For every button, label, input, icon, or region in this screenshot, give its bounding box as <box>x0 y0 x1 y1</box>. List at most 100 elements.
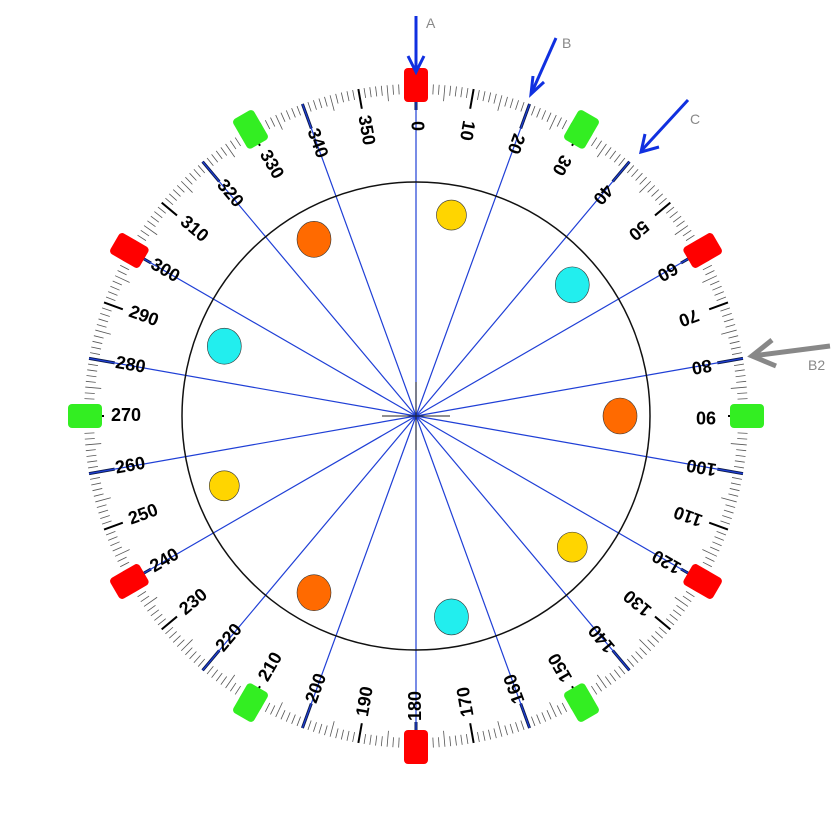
tick-mark <box>670 212 678 218</box>
tick-mark <box>673 216 681 222</box>
tick-mark <box>100 313 110 316</box>
tick-mark <box>738 399 748 400</box>
tick-mark <box>498 721 502 736</box>
tick-mark <box>376 86 377 96</box>
tick-mark <box>393 85 394 95</box>
tick-mark <box>557 118 561 127</box>
degree-label: 80 <box>690 355 713 378</box>
tick-mark <box>308 102 311 111</box>
tick-mark <box>102 308 111 311</box>
tick-mark <box>735 461 745 462</box>
tick-mark <box>591 686 596 694</box>
tick-mark <box>726 505 736 508</box>
tick-mark <box>736 376 746 377</box>
tick-mark <box>370 735 371 745</box>
tick-mark <box>97 324 107 327</box>
arrow-c-label: C <box>690 111 700 127</box>
degree-label: 50 <box>625 216 653 244</box>
tick-mark <box>147 221 155 227</box>
tick-mark <box>619 666 625 674</box>
tick-mark <box>702 550 717 557</box>
tick-mark <box>115 550 130 557</box>
tick-mark <box>614 670 620 678</box>
tab-green <box>232 109 270 150</box>
tick-mark <box>736 455 746 456</box>
tick-mark <box>313 100 316 110</box>
inner-circle-orange <box>297 575 331 611</box>
tick-mark <box>147 605 155 611</box>
tick-mark <box>494 728 496 738</box>
tick-mark <box>86 450 96 451</box>
degree-label: 100 <box>685 455 718 480</box>
tick-mark <box>505 97 508 107</box>
tick-mark <box>151 610 159 616</box>
tick-mark <box>670 614 678 620</box>
tick-mark <box>550 115 557 130</box>
tick-mark <box>108 537 117 541</box>
arrow-b2: B2 <box>752 340 830 373</box>
tick-mark <box>84 433 94 434</box>
tick-mark <box>516 100 519 110</box>
tab-shape <box>404 730 428 764</box>
degree-label: 250 <box>126 499 161 528</box>
tick-mark <box>212 670 218 678</box>
tick-mark <box>118 557 127 561</box>
tick-mark <box>734 364 744 366</box>
tick-mark <box>488 730 490 740</box>
tick-mark <box>686 591 694 596</box>
degree-label: 280 <box>114 352 147 377</box>
tick-mark <box>710 547 719 551</box>
tick-mark <box>610 673 616 681</box>
inner-circle-yellow <box>209 471 239 501</box>
tick-mark <box>610 151 616 159</box>
tick-mark <box>353 90 355 100</box>
tick-mark <box>115 276 130 283</box>
tick-mark <box>722 516 732 519</box>
tick-mark <box>341 93 343 103</box>
tick-mark <box>84 399 94 400</box>
tick-mark <box>387 731 388 747</box>
tick-mark <box>673 610 681 616</box>
tick-mark <box>221 677 227 685</box>
tick-mark <box>736 450 746 451</box>
tick-mark <box>648 640 655 647</box>
tick-mark <box>640 648 647 655</box>
tick-mark <box>393 737 394 747</box>
tick-mark <box>537 108 541 117</box>
tick-mark <box>712 286 721 290</box>
tick-mark <box>91 347 101 349</box>
tab-shape <box>682 232 723 270</box>
tick-mark <box>705 557 714 561</box>
tick-mark <box>455 736 456 746</box>
tick-mark <box>270 118 274 127</box>
tick-mark <box>94 494 104 496</box>
tick-mark <box>461 87 462 97</box>
tick-mark <box>347 731 349 741</box>
tick-mark <box>93 341 103 343</box>
tick-mark <box>655 194 662 201</box>
tick-mark <box>455 86 456 96</box>
tick-mark <box>735 370 745 371</box>
tick-mark <box>86 381 96 382</box>
tick-mark <box>651 190 658 197</box>
tick-mark <box>381 736 382 746</box>
tick-mark <box>158 207 166 213</box>
degree-label: 0 <box>407 121 427 131</box>
tick-mark <box>738 433 748 434</box>
pointer-arrows: A B C B2 <box>408 15 830 373</box>
tick-mark <box>230 683 236 691</box>
tick-mark <box>731 444 747 445</box>
tick-mark <box>165 198 173 205</box>
tick-mark <box>297 106 301 115</box>
tick-mark <box>547 710 551 719</box>
tick-mark <box>235 138 240 146</box>
tick-mark <box>162 617 177 630</box>
tick-mark <box>730 341 740 343</box>
tick-mark <box>477 732 479 742</box>
tick-mark <box>705 270 714 274</box>
tick-mark <box>498 95 502 110</box>
inner-circle-cyan <box>207 328 241 364</box>
tick-mark <box>715 292 724 296</box>
tick-mark <box>265 703 270 712</box>
